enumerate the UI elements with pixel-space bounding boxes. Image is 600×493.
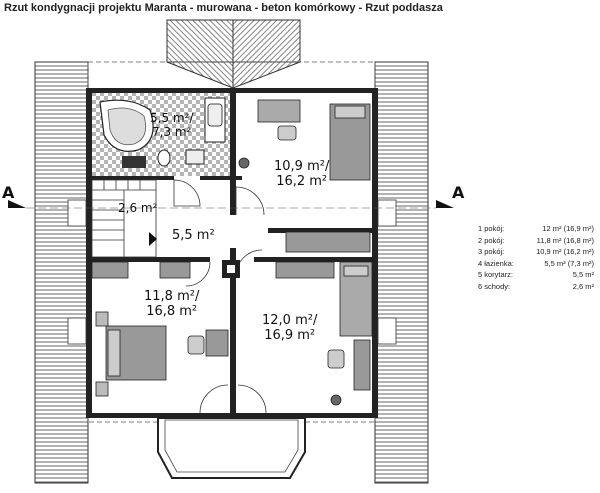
room-sw-area-net: 11,8 m²/ <box>144 289 200 304</box>
room-ne-area-label: 10,9 m²/ 16,2 m² <box>274 159 330 190</box>
stairs-area-label: 2,6 m² <box>118 201 158 216</box>
legend-value: 2,6 m² <box>572 281 594 291</box>
legend-row: 2 pokój: 11,8 m² (16,8 m²) <box>478 235 594 247</box>
section-line-a <box>8 200 454 209</box>
room-sw-area-label: 11,8 m²/ 16,8 m² <box>144 289 200 320</box>
stairs-area: 2,6 m² <box>118 201 158 215</box>
section-mark-left: A <box>2 183 15 202</box>
corridor-area-label: 5,5 m² <box>172 228 215 244</box>
chimney <box>222 260 240 278</box>
room-se-area-label: 12,0 m²/ 16,9 m² <box>262 313 318 344</box>
legend-value: 12 m² (16,9 m²) <box>542 224 594 233</box>
room-se-area-gross: 16,9 m² <box>264 327 316 343</box>
plan-title: Rzut kondygnacji projektu Maranta - muro… <box>4 2 443 14</box>
legend-row: 5 korytarz: 5,5 m² <box>478 269 594 281</box>
doors <box>173 179 267 414</box>
roof-slope-left <box>34 61 89 484</box>
room-se-furniture <box>275 261 373 406</box>
section-mark-right: A <box>452 183 465 202</box>
corridor-area: 5,5 m² <box>172 228 215 243</box>
legend-value: 5,5 m² <box>572 270 594 279</box>
windows <box>67 199 397 345</box>
legend-label: 3 pokój: <box>478 247 505 256</box>
room-ne-furniture <box>238 99 371 253</box>
bathroom-area-gross: 7,3 m² <box>152 124 192 139</box>
room-ne-area-gross: 16,2 m² <box>276 173 328 189</box>
bathroom-fixtures <box>92 93 230 176</box>
room-ne-area-net: 10,9 m²/ <box>274 159 330 174</box>
legend-label: 6 schody: <box>478 281 511 291</box>
legend-label: 1 pokój: <box>478 224 505 233</box>
room-sw-furniture <box>91 261 229 397</box>
bathroom-area-label: 5,5 m²/ 7,3 m² <box>150 111 194 140</box>
balcony-bay <box>157 417 306 479</box>
legend-row: 1 pokój: 12 m² (16,9 m²) <box>478 223 594 235</box>
legend-label: 4 łazienka: <box>478 258 514 268</box>
legend-label: 2 pokój: <box>478 235 505 245</box>
interior-walls <box>86 93 372 413</box>
legend-row: 6 schody: 2,6 m² <box>478 281 594 293</box>
legend-row: 4 łazienka: 5,5 m² (7,3 m²) <box>478 258 594 270</box>
legend-row: 3 pokój: 10,9 m² (16,2 m²) <box>478 246 594 258</box>
bathroom-area-net: 5,5 m²/ <box>150 111 194 125</box>
roof-slope-right <box>374 61 429 484</box>
legend-label: 5 korytarz: <box>478 270 514 279</box>
dormer-roof-top <box>166 19 301 89</box>
legend-value: 10,9 m² (16,2 m²) <box>536 247 594 256</box>
staircase <box>91 179 157 258</box>
area-legend: 1 pokój: 12 m² (16,9 m²) 2 pokój: 11,8 m² … <box>478 223 594 292</box>
legend-value: 11,8 m² (16,8 m²) <box>536 235 594 245</box>
legend-value: 5,5 m² (7,3 m²) <box>544 258 594 268</box>
room-se-area-net: 12,0 m²/ <box>262 313 318 328</box>
room-sw-area-gross: 16,8 m² <box>146 303 198 319</box>
